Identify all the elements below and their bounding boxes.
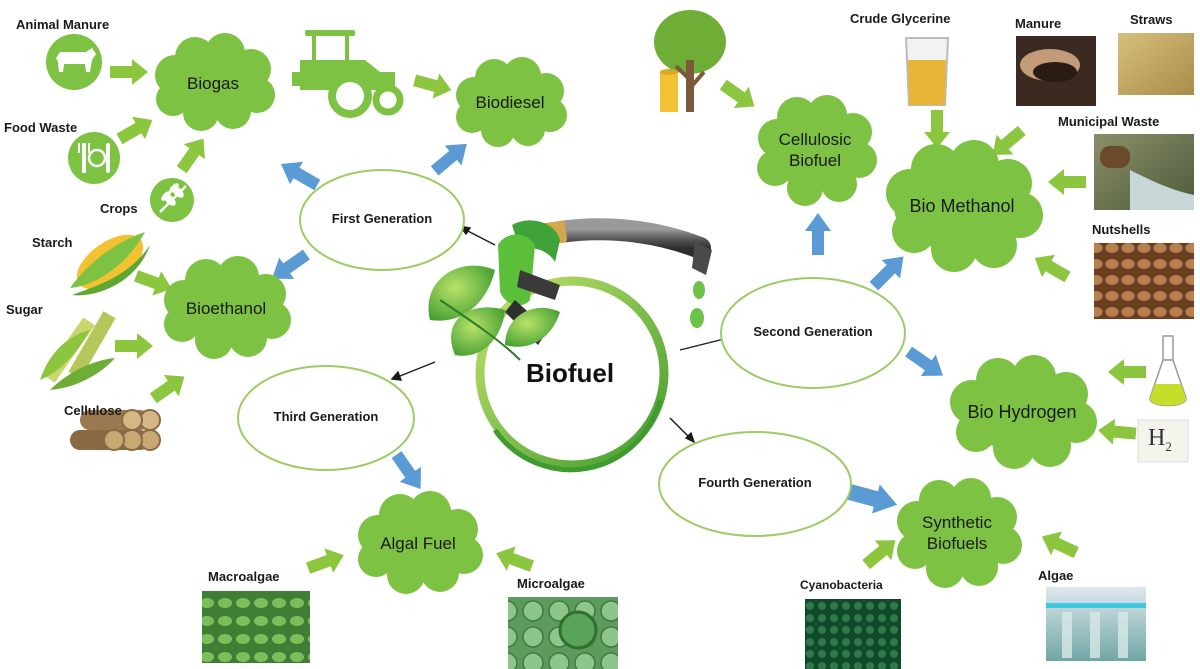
arrow-macroalgae-to-algal bbox=[306, 548, 344, 574]
fuel-label-synthetic-1: Synthetic bbox=[922, 513, 992, 532]
flask-icon bbox=[1149, 335, 1187, 407]
cloud-bioethanol bbox=[164, 256, 291, 359]
arrow-second-to-methanol bbox=[869, 256, 904, 291]
sugarcane-icon bbox=[40, 311, 116, 390]
source-label-municipal-waste: Municipal Waste bbox=[1058, 114, 1160, 129]
cloud-synthetic bbox=[897, 478, 1022, 588]
h2-symbol: H2 bbox=[1148, 425, 1172, 455]
beaker-icon bbox=[904, 37, 950, 106]
arrow-algae-to-synthetic bbox=[1041, 531, 1079, 559]
corn-icon bbox=[70, 232, 150, 296]
fuel-label-bioethanol: Bioethanol bbox=[185, 299, 267, 318]
source-illustrations bbox=[40, 10, 1194, 669]
label-fourth-generation: Fourth Generation bbox=[698, 475, 812, 490]
fuel-label-biogas: Biogas bbox=[187, 74, 239, 93]
source-label-algae: Algae bbox=[1038, 568, 1074, 583]
arrow-second-to-cellulosic bbox=[805, 213, 831, 255]
fuel-label-cellulosic-1: Cellulosic bbox=[778, 130, 852, 149]
ellipse-fourth-generation bbox=[658, 431, 852, 537]
arrow-first-to-biodiesel bbox=[430, 143, 467, 176]
fuel-label-biodiesel: Biodiesel bbox=[475, 93, 545, 112]
h2-subscript: 2 bbox=[1165, 438, 1172, 454]
fuel-label-synthetic-2: Biofuels bbox=[926, 534, 988, 553]
source-label-macroalgae: Macroalgae bbox=[208, 569, 280, 584]
arrow-glycerine-to-methanol bbox=[924, 110, 950, 148]
source-label-cyanobacteria: Cyanobacteria bbox=[800, 578, 883, 592]
source-label-crude-glycerine: Crude Glycerine bbox=[850, 11, 951, 26]
source-label-nutshells: Nutshells bbox=[1092, 222, 1151, 237]
fuel-label-bio-methanol: Bio Methanol bbox=[909, 196, 1015, 216]
photo-nutshells bbox=[1094, 243, 1194, 319]
arrow-tree-to-cellulosic bbox=[719, 79, 755, 108]
fuel-label-cellulosic-2: Biofuel bbox=[789, 151, 841, 170]
arrow-cellulose-to-bioethanol bbox=[149, 375, 185, 404]
source-label-food-waste: Food Waste bbox=[4, 120, 78, 135]
arrow-crops-to-biogas bbox=[176, 138, 205, 174]
center-emblem bbox=[428, 218, 712, 473]
source-label-sugar: Sugar bbox=[6, 302, 43, 317]
h2-box bbox=[1137, 419, 1189, 463]
source-label-manure: Manure bbox=[1015, 16, 1062, 31]
generation-ellipses bbox=[237, 169, 906, 537]
cloud-bio-hydrogen bbox=[950, 355, 1097, 469]
generation-arrows bbox=[271, 143, 944, 514]
tree-icon bbox=[654, 10, 726, 112]
h2-letter: H bbox=[1148, 425, 1166, 451]
label-second-generation: Second Generation bbox=[753, 324, 873, 339]
arrow-second-to-hydrogen bbox=[905, 346, 944, 376]
label-first-generation: First Generation bbox=[331, 211, 433, 226]
arrow-first-to-biogas bbox=[280, 161, 321, 191]
fuel-label-algal-fuel: Algal Fuel bbox=[380, 534, 456, 553]
photo-straws bbox=[1118, 33, 1194, 95]
arrow-h2-to-hydrogen bbox=[1098, 418, 1137, 445]
arrow-cyanobacteria-to-synthetic bbox=[862, 540, 896, 570]
cloud-algal-fuel bbox=[358, 491, 483, 594]
source-label-cellulose: Cellulose bbox=[64, 403, 122, 418]
arrow-sugar-to-bioethanol bbox=[115, 333, 153, 359]
arrow-first-to-bioethanol bbox=[271, 249, 310, 279]
cutlery-icon bbox=[68, 132, 120, 184]
logs-icon bbox=[70, 409, 161, 451]
ellipse-third-generation bbox=[237, 365, 415, 471]
wheat-icon bbox=[150, 178, 194, 222]
fuel-clouds bbox=[155, 33, 1097, 594]
cloud-biodiesel bbox=[456, 57, 567, 147]
arrow-microalgae-to-algal bbox=[496, 546, 534, 572]
cloud-cellulosic bbox=[757, 95, 877, 206]
source-label-animal-manure: Animal Manure bbox=[16, 17, 110, 32]
arrow-fourth-to-synthetic bbox=[846, 484, 898, 514]
arrow-nutshells-to-methanol bbox=[1034, 254, 1071, 283]
arrow-food-waste-to-biogas bbox=[116, 116, 153, 145]
fuel-label-bio-hydrogen: Bio Hydrogen bbox=[967, 402, 1077, 422]
arrow-third-to-algal bbox=[391, 451, 421, 490]
arrow-starch-to-bioethanol bbox=[134, 270, 172, 296]
photo-cyanobacteria bbox=[805, 599, 901, 669]
label-third-generation: Third Generation bbox=[273, 409, 379, 424]
arrow-tractor-to-biodiesel bbox=[413, 73, 452, 99]
source-label-starch: Starch bbox=[32, 235, 73, 250]
center-title: Biofuel bbox=[526, 358, 615, 388]
ellipse-second-generation bbox=[720, 277, 906, 389]
tractor-icon bbox=[292, 30, 404, 118]
cloud-biogas bbox=[155, 33, 275, 131]
ellipse-first-generation bbox=[299, 169, 465, 271]
source-label-straws: Straws bbox=[1130, 12, 1173, 27]
arrow-municipal-to-methanol bbox=[1048, 169, 1086, 195]
cloud-bio-methanol bbox=[886, 140, 1043, 272]
source-label-crops: Crops bbox=[100, 201, 138, 216]
arrow-manure-to-methanol bbox=[992, 125, 1026, 155]
photo-macroalgae bbox=[202, 591, 310, 663]
arrow-animal-manure-to-biogas bbox=[110, 59, 148, 85]
source-arrows bbox=[110, 59, 1146, 574]
arrow-flask-to-hydrogen bbox=[1108, 359, 1146, 385]
source-label-microalgae: Microalgae bbox=[517, 576, 585, 591]
cow-icon bbox=[46, 34, 102, 90]
